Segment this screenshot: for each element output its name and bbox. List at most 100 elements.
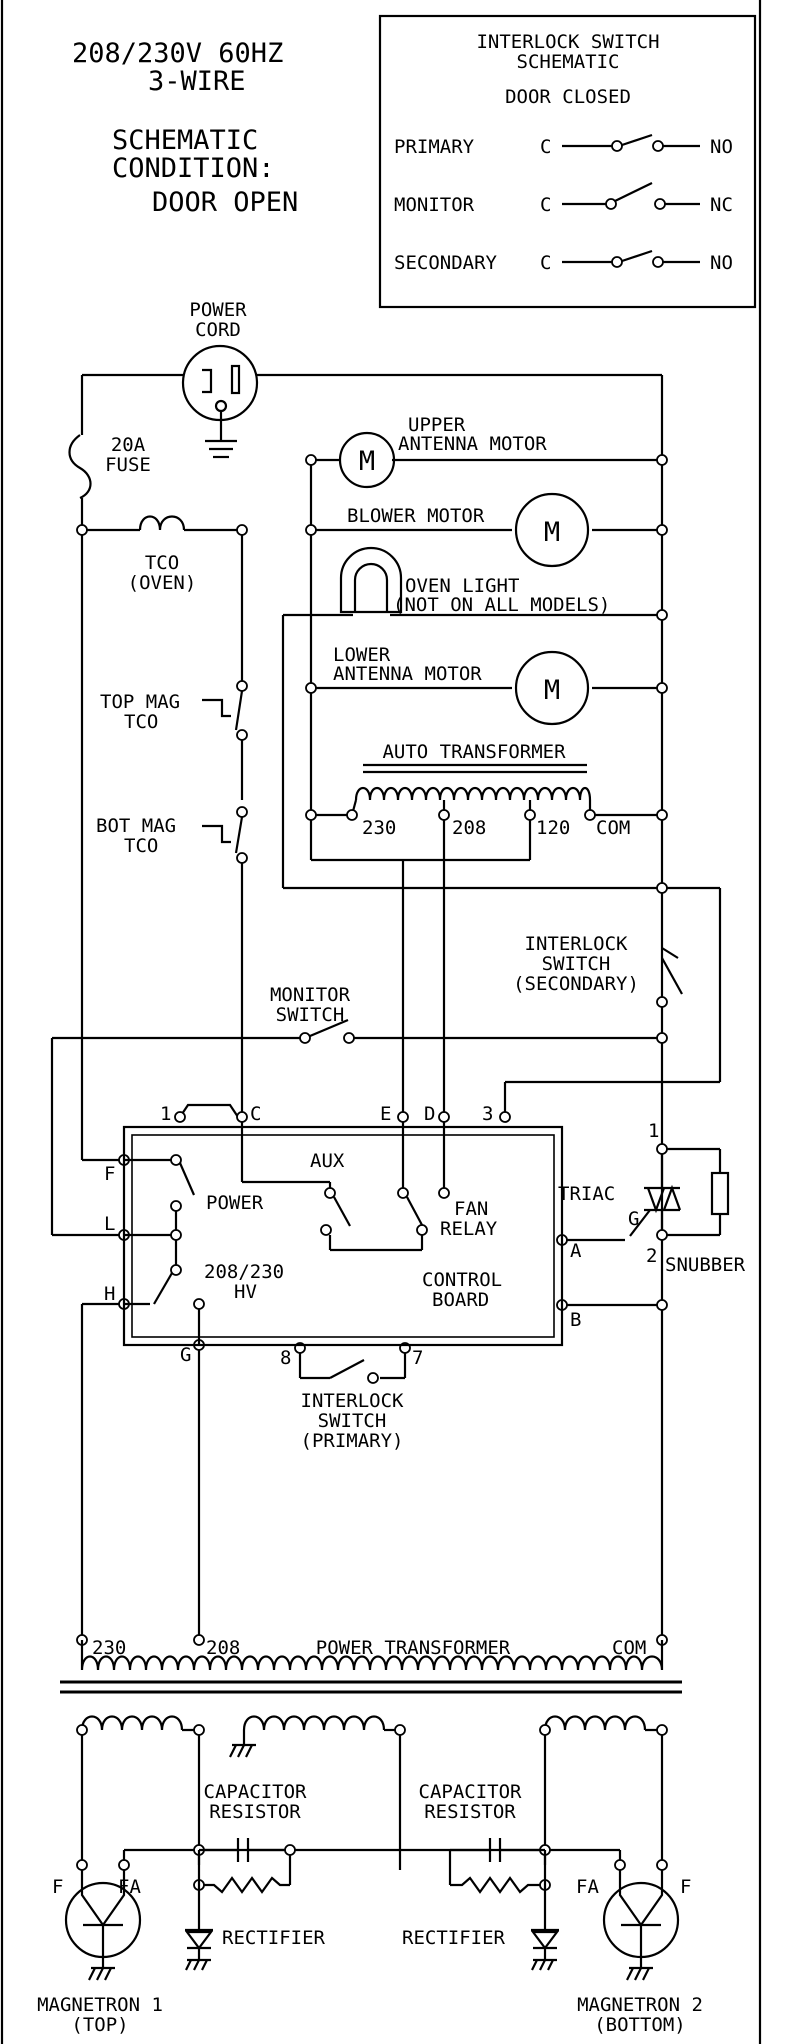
tco-label-2: (OVEN) [128,572,197,594]
snubber: SNUBBER [665,1171,746,1276]
cap-res-left-label-1: CAPACITOR [204,1781,308,1803]
interlock-secondary-label-3: (SECONDARY) [513,973,639,995]
wiring [50,373,722,1640]
control-board: 1 C E D 3 F L H G 8 7 A B POWER 208/230 … [104,1103,582,1369]
board-hv-label-2: HV [234,1281,257,1303]
board-hv-label-1: 208/230 [204,1261,284,1283]
tap-com-label: COM [596,817,630,839]
interlock-switch-primary: INTERLOCK SWITCH (PRIMARY) [301,1359,404,1452]
resistor-icon [710,1171,730,1216]
monitor-switch-label-1: MONITOR [270,984,351,1006]
lower-motor-label-1: LOWER [333,644,391,666]
pin-1-label: 1 [160,1103,171,1125]
rectifier-right-label: RECTIFIER [402,1927,506,1949]
triac: TRIAC 1 G 2 [558,1120,682,1267]
pin-3-label: 3 [482,1103,493,1125]
bot-mag-tco: BOT MAG TCO [96,806,248,864]
upper-motor-label-2: ANTENNA MOTOR [398,433,547,455]
capacitor-icon [199,1838,290,1862]
legend-row-name: PRIMARY [394,136,475,158]
cap-res-right-label-1: CAPACITOR [419,1781,523,1803]
motor-symbol: M [544,517,560,548]
tap-208-label: 208 [452,817,486,839]
cap-res-left-label-2: RESISTOR [209,1801,301,1823]
supply-rating-line2: 3-WIRE [148,66,246,97]
filament-coil-icon [543,1715,647,1731]
interlock-secondary-label-2: SWITCH [542,953,611,975]
thermal-cutout-icon [138,515,186,531]
legend-row-secondary: SECONDARY C NO [394,249,733,274]
oven-light-label-2: (NOT ON ALL MODELS) [393,594,610,616]
resistor-icon [199,1876,290,1894]
magnetron-2: FA F MAGNETRON 2 (BOTTOM) [576,1859,703,2036]
pin-c-label: C [250,1103,261,1125]
chassis-ground-icon [88,1966,115,1981]
interlock-legend: INTERLOCK SWITCH SCHEMATIC DOOR CLOSED P… [378,14,757,309]
interlock-secondary-label-1: INTERLOCK [525,933,629,955]
tap-120-label: 120 [536,817,570,839]
oven-light: OVEN LIGHT (NOT ON ALL MODELS) [339,546,610,616]
interlock-primary-label-3: (PRIMARY) [301,1430,404,1452]
chassis-ground-icon [626,1966,653,1981]
fuse-label-2: FUSE [105,454,151,476]
triac-pin-1-label: 1 [648,1120,659,1142]
legend-row-state: NO [710,136,733,158]
pin-7-label: 7 [412,1347,423,1369]
motor-symbol: M [359,446,375,477]
motor-icon [514,650,590,726]
triac-pin-g-label: G [628,1208,639,1230]
pin-d-label: D [424,1103,435,1125]
top-mag-tco: TOP MAG TCO [100,680,248,741]
tap-230-label: 230 [362,817,396,839]
legend-row-common: C [540,194,551,216]
motor-icon [514,492,590,568]
thermal-tab-icon [202,824,231,844]
pt-com-label: COM [612,1637,646,1659]
magnetron-1-label-1: MAGNETRON 1 [37,1994,163,2016]
tco-oven: TCO (OVEN) [128,515,197,594]
resistor-icon [450,1876,545,1894]
magnetron-1-label-2: (TOP) [71,2014,128,2036]
bot-mag-label-2: TCO [124,835,158,857]
pin-a-label: A [570,1240,582,1262]
oven-light-label-1: OVEN LIGHT [405,575,519,597]
triac-icon [629,1154,682,1237]
top-mag-label-2: TCO [124,711,158,733]
blower-motor-label: BLOWER MOTOR [347,505,485,527]
board-name-label-1: CONTROL [422,1269,502,1291]
bot-mag-label-1: BOT MAG [96,815,176,837]
blower-motor: M BLOWER MOTOR [347,492,590,568]
legend-row-name: SECONDARY [394,252,498,274]
mag2-fa-label: FA [576,1876,599,1898]
upper-motor-label-1: UPPER [408,414,466,436]
board-aux-label: AUX [310,1150,345,1172]
pt-208-label: 208 [206,1637,240,1659]
cap-res-right-label-2: RESISTOR [424,1801,516,1823]
rectifier-icon [530,1928,560,1971]
chassis-ground-icon [229,1743,256,1758]
ground-icon [205,439,237,459]
rectifier-icon [184,1928,214,1971]
header: 208/230V 60HZ 3-WIRE SCHEMATIC CONDITION… [72,38,298,218]
fuse: 20A FUSE [68,434,151,500]
thermal-tab-icon [202,698,231,718]
condition-line3: DOOR OPEN [152,187,298,218]
condition-line1: SCHEMATIC [112,125,258,156]
snubber-label: SNUBBER [665,1254,746,1276]
secondary-right [539,1715,668,1865]
mag2-f-label: F [680,1876,691,1898]
power-transformer: 230 208 POWER TRANSFORMER COM [60,1634,682,1694]
interlock-primary-label-2: SWITCH [318,1410,387,1432]
pin-e-label: E [380,1103,391,1125]
lower-motor-label-2: ANTENNA MOTOR [333,663,482,685]
secondary-left [76,1715,406,1870]
pin-b-label: B [570,1309,581,1331]
board-name-label-2: BOARD [432,1289,489,1311]
board-fan-label-2: RELAY [440,1218,498,1240]
motor-symbol: M [544,675,560,706]
pin-f-label: F [104,1163,115,1185]
power-plug-icon [181,344,259,422]
legend-row-state: NC [710,194,733,216]
board-power-label: POWER [206,1192,264,1214]
